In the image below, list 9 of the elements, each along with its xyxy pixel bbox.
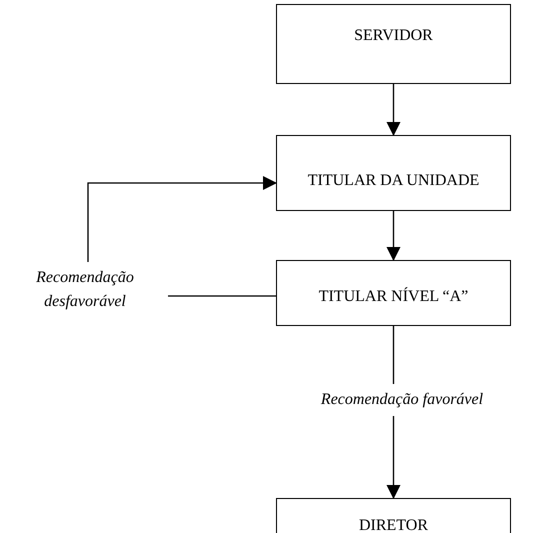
arrow [386, 84, 400, 136]
box-text: TITULAR NÍVEL “A” [318, 288, 468, 305]
process-box [276, 135, 511, 211]
box-text: TITULAR DA UNIDADE [308, 172, 480, 189]
arrow [386, 211, 400, 261]
process-box [276, 260, 511, 326]
box-text: SERVIDOR [354, 27, 433, 44]
process-box [276, 4, 511, 84]
box-text: DIRETOR [358, 517, 428, 533]
